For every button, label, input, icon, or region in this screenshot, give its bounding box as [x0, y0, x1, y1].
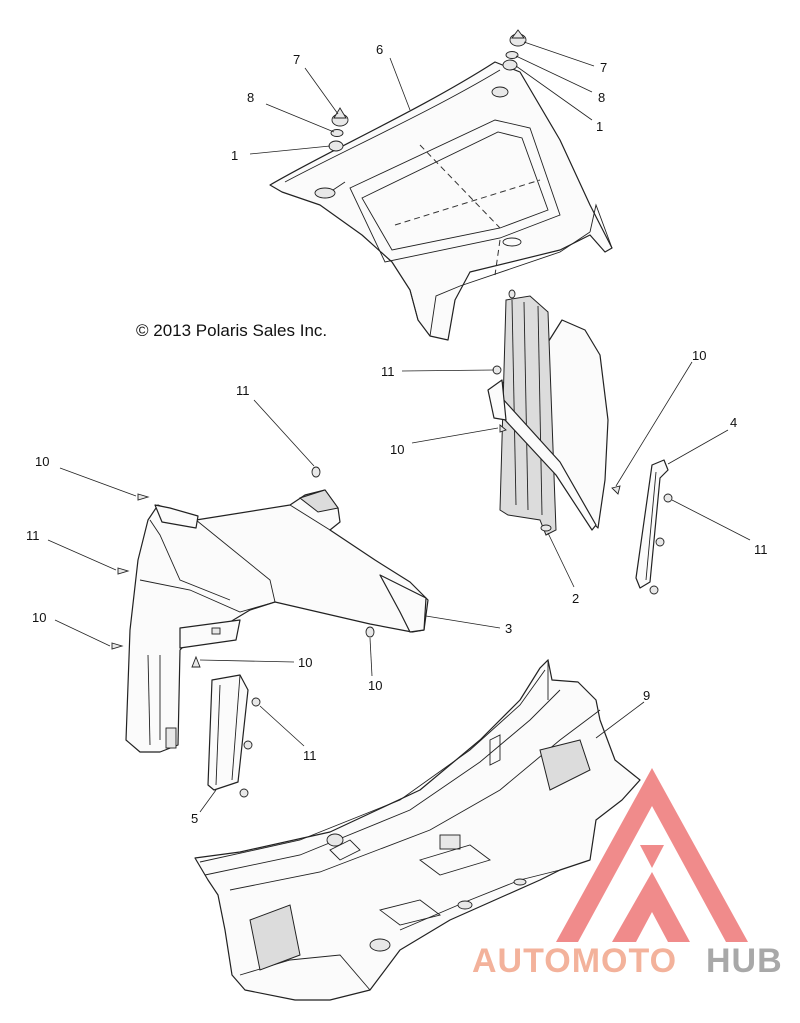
side-panel-right: [487, 295, 609, 536]
hood-panel: [269, 61, 613, 341]
small-hardware: [111, 289, 673, 798]
watermark-triangle-icon: [556, 768, 748, 942]
callout-5: 5: [191, 811, 198, 826]
bracket-right: [635, 459, 669, 589]
watermark-text-automoto: AUTOMOTO: [472, 942, 677, 980]
callouts: 7 8 1 6 7 8 1 11 10 10 4 11 2 11 10 11 1…: [26, 42, 768, 826]
floor-panel: [194, 658, 641, 1001]
callout-3: 3: [505, 621, 512, 636]
callout-10-right-top: 10: [692, 348, 706, 363]
copyright-notice: © 2013 Polaris Sales Inc.: [136, 321, 327, 340]
callout-7-left: 7: [293, 52, 300, 67]
callout-11-left: 11: [26, 528, 40, 543]
callout-8-left: 8: [247, 90, 254, 105]
watermark-text-hub: HUB: [706, 942, 783, 980]
leader-lines: [47, 41, 751, 813]
callout-6: 6: [376, 42, 383, 57]
fastener-group-right: [502, 29, 527, 71]
callout-10-lower: 10: [298, 655, 312, 670]
callout-7-right: 7: [600, 60, 607, 75]
callout-9: 9: [643, 688, 650, 703]
callout-10-left-1: 10: [35, 454, 49, 469]
callout-10-center: 10: [368, 678, 382, 693]
callout-1-right: 1: [596, 119, 603, 134]
bracket-left: [207, 674, 249, 791]
callout-10-left-2: 10: [32, 610, 46, 625]
callout-11-lower: 11: [303, 748, 317, 763]
callout-10-mid: 10: [390, 442, 404, 457]
callout-4: 4: [730, 415, 737, 430]
callout-11-top-left: 11: [236, 383, 250, 398]
callout-11-right: 11: [754, 542, 768, 557]
callout-8-right: 8: [598, 90, 605, 105]
callout-1-left: 1: [231, 148, 238, 163]
callout-11-mid: 11: [381, 364, 395, 379]
side-panel-left: [125, 489, 429, 753]
callout-2: 2: [572, 591, 579, 606]
watermark-logo: AUTOMOTO HUB: [472, 768, 783, 980]
